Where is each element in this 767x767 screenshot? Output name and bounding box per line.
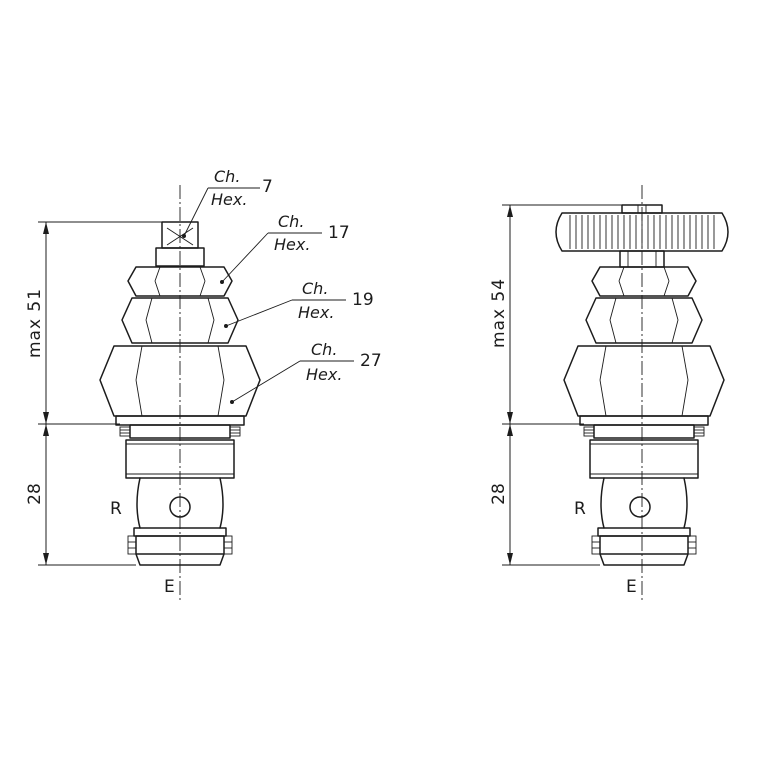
right-hex-nut-large [563,345,725,426]
left-port-e-label: E [164,577,175,597]
right-port-r-label: R [574,499,586,519]
callout-27-size: 27 [360,351,382,371]
callout-19-size: 19 [352,290,374,310]
callout-27-ch: Ch. [311,340,337,359]
left-port-r-label: R [110,499,122,519]
callout-hex-7: Ch. Hex. 7 [182,167,273,238]
right-valve-view: max 54 28 [489,185,729,600]
right-dimension-lines [502,204,624,566]
right-hex-nut-middle [585,297,703,344]
right-dim-28-label: 28 [489,483,509,505]
callout-7-hex: Hex. [211,190,247,209]
callout-19-ch: Ch. [302,279,328,298]
callout-7-ch: Ch. [214,167,240,186]
left-dim-max-label: max 51 [25,288,45,358]
callout-17-size: 17 [328,223,350,243]
left-hex-nut-17 [127,266,233,297]
callout-7-size: 7 [262,177,273,197]
right-hex-nut-top [591,266,697,297]
callout-hex-19: Ch. Hex. 19 [224,279,374,328]
callout-17-hex: Hex. [274,235,310,254]
knurl-pattern [569,215,715,249]
callout-17-ch: Ch. [278,212,304,231]
right-dim-max-label: max 54 [489,278,509,348]
left-dimension-lines [38,221,168,566]
callout-hex-27: Ch. Hex. 27 [230,340,382,404]
left-dim-28-label: 28 [25,483,45,505]
right-cartridge-body [583,424,705,566]
left-hex-nut-19 [121,297,239,344]
callout-hex-17: Ch. Hex. 17 [220,212,350,284]
right-port-e-label: E [626,577,637,597]
left-valve-view: max 51 28 [25,167,382,600]
callout-19-hex: Hex. [298,303,334,322]
callout-27-hex: Hex. [306,365,342,384]
